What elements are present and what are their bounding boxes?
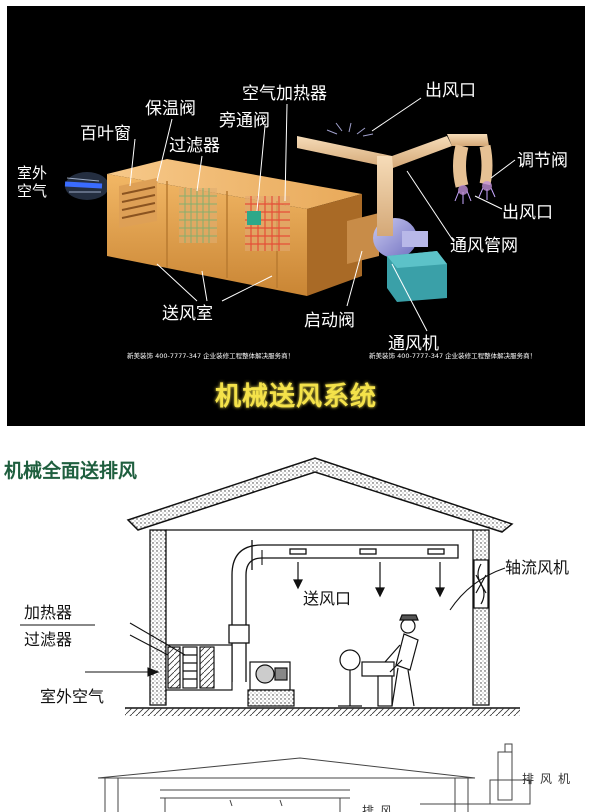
label-insulation-valve: 保温阀 — [145, 99, 196, 119]
label-regulating-valve: 调节阀 — [517, 151, 568, 171]
label-filter: 过滤器 — [169, 136, 220, 156]
label-filter-2: 过滤器 — [24, 630, 73, 649]
ad-banner-left: 新美装饰 400-7777-347 企业装修工程整体解决服务商！ — [127, 352, 295, 360]
axial-fan — [473, 559, 489, 609]
label-bypass-valve: 旁通阀 — [219, 111, 270, 131]
exhaust-system-drawing: 排风机 排风 — [0, 740, 610, 812]
label-fan: 通风机 — [388, 334, 439, 354]
filter-grid — [179, 188, 217, 243]
roof — [126, 457, 514, 533]
label-outdoor-air-2: 室外空气 — [40, 687, 105, 706]
supply-system-illustration: 室外 空气 百叶窗 保温阀 过滤器 空气加热器 旁通阀 出风口 调节阀 出风口 … — [7, 6, 585, 426]
exhaust-section-svg — [97, 743, 531, 812]
label-heater: 加热器 — [24, 603, 73, 622]
label-supply-chamber: 送风室 — [162, 304, 213, 324]
leader-lines — [129, 97, 516, 332]
panel2-leaders — [20, 550, 506, 677]
label-supply-outlet: 送风口 — [303, 589, 352, 608]
supply-chamber-box — [107, 159, 362, 296]
supply-system-drawing — [64, 97, 516, 332]
duct-network — [297, 134, 493, 236]
supply-arrows — [293, 562, 445, 598]
louver-blades — [119, 178, 157, 228]
label-exhaust-fan: 排风机 — [522, 772, 577, 786]
panel2-heading: 机械全面送排风 — [4, 460, 138, 482]
ground — [125, 707, 520, 716]
overall-ventilation-drawing: 轴流风机 送风口 加热器 过滤器 室外空气 — [0, 450, 610, 730]
label-louver: 百叶窗 — [80, 124, 131, 144]
worker-at-machine — [338, 614, 419, 707]
label-exhaust: 排风 — [362, 804, 399, 812]
outdoor-air-mist — [64, 172, 109, 200]
label-air-heater: 空气加热器 — [242, 84, 327, 104]
label-start-valve: 启动阀 — [304, 311, 355, 331]
label-outdoor-air: 室外 空气 — [17, 164, 48, 200]
label-axial-fan: 轴流风机 — [505, 558, 570, 577]
label-outlet-top: 出风口 — [425, 81, 476, 101]
building-section-svg — [20, 457, 520, 716]
supply-duct — [228, 540, 459, 682]
label-outlet-right: 出风口 — [502, 203, 553, 223]
label-duct-network: 通风管网 — [450, 236, 518, 256]
start-valve-box — [347, 213, 379, 264]
air-handling-unit — [165, 644, 295, 707]
panel1-caption: 机械送风系统 — [214, 382, 377, 412]
ad-banner-right: 新美装饰 400-7777-347 企业装修工程整体解决服务商！ — [369, 352, 537, 360]
heater-grid — [245, 196, 290, 251]
exhaust-building — [97, 743, 531, 812]
outlet-sprays — [326, 122, 496, 204]
